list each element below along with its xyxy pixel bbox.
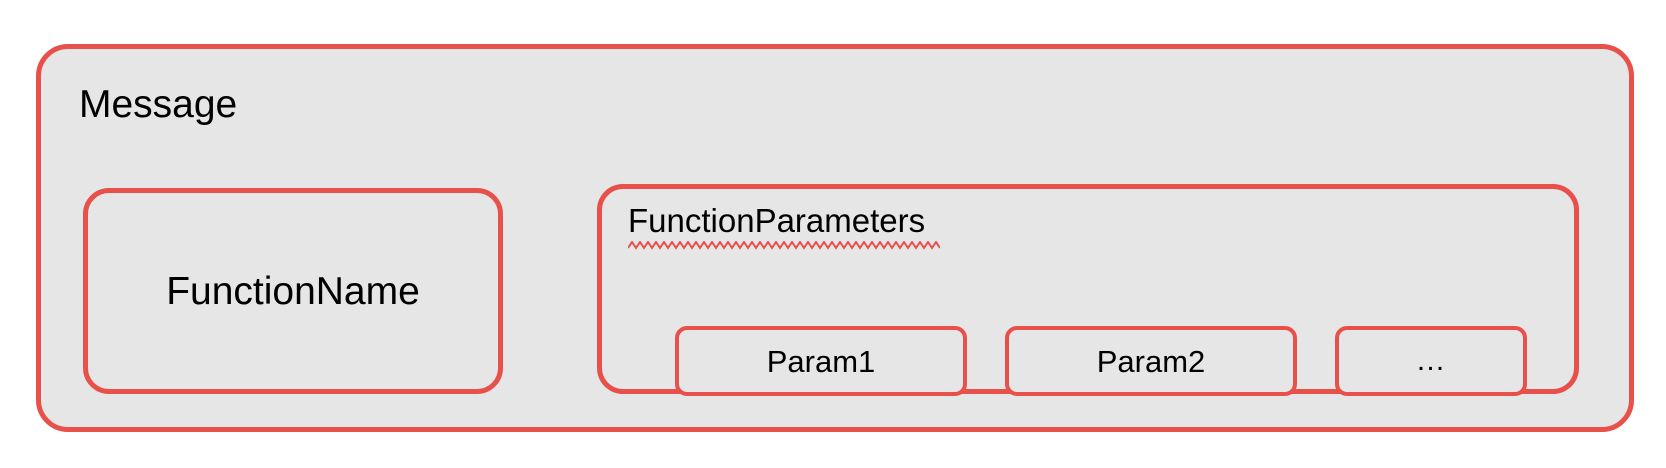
function-parameters-node[interactable]: FunctionParameters Param1 Param2 … xyxy=(597,184,1579,396)
param-chip-more[interactable]: … xyxy=(1335,326,1527,396)
message-label: Message xyxy=(79,83,238,126)
parameters-row: Param1 Param2 … xyxy=(675,326,1527,396)
param-chip[interactable]: Param1 xyxy=(675,326,967,396)
message-container[interactable]: Message FunctionName FunctionParameters … xyxy=(36,44,1634,432)
function-parameters-label: FunctionParameters xyxy=(628,202,926,239)
param-label-ellipsis: … xyxy=(1415,344,1447,377)
function-name-label: FunctionName xyxy=(166,269,420,313)
param-label: Param1 xyxy=(766,343,876,379)
param-label: Param2 xyxy=(1096,343,1206,379)
spellcheck-underline-icon xyxy=(628,241,940,250)
param-chip[interactable]: Param2 xyxy=(1005,326,1297,396)
function-name-node[interactable]: FunctionName xyxy=(83,188,503,394)
